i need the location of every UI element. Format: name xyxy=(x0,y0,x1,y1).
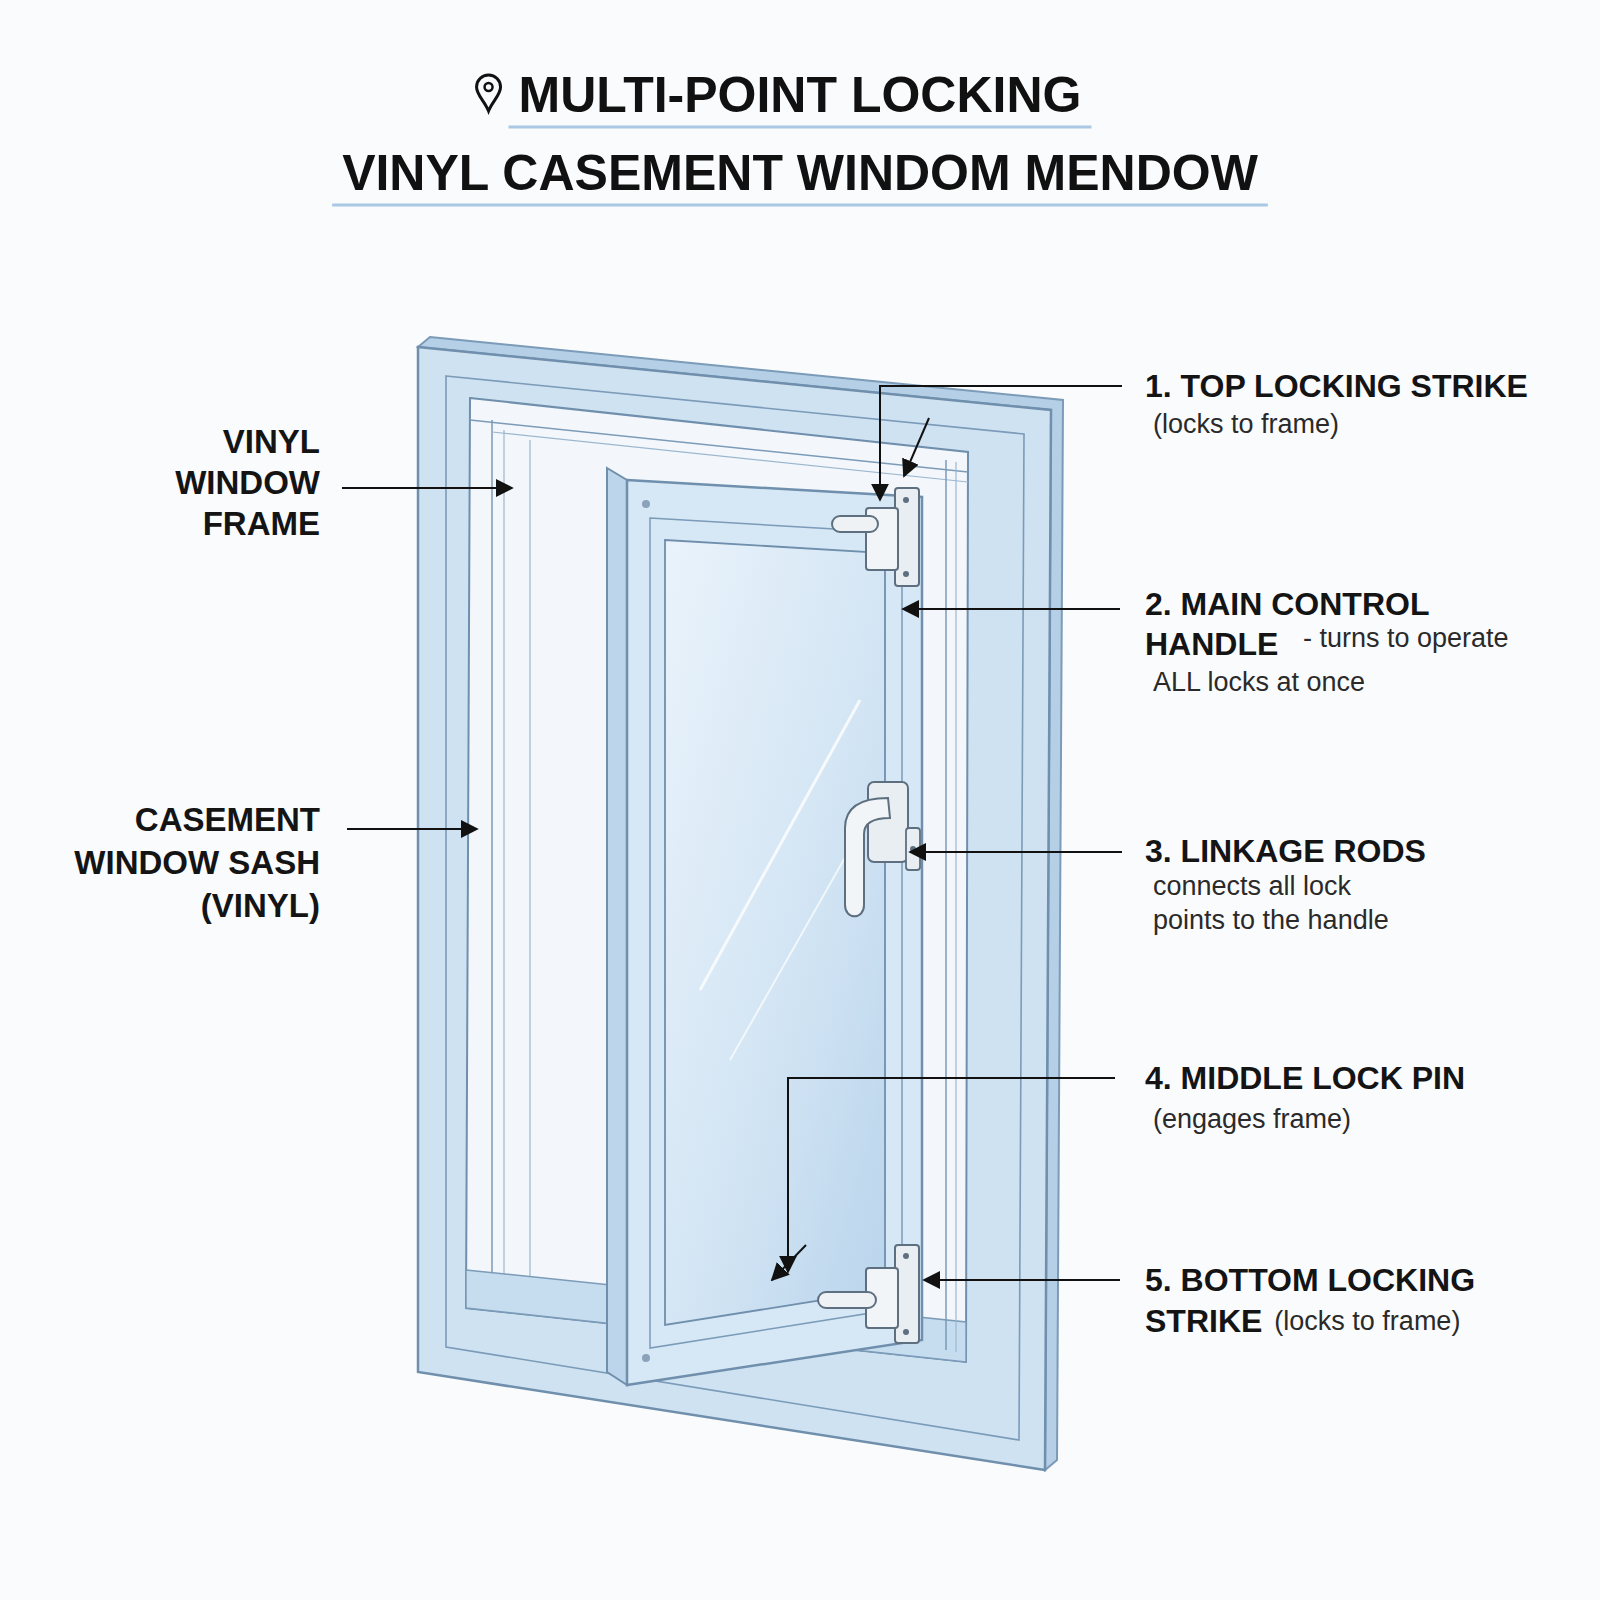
handle-lever xyxy=(845,798,890,916)
sash-face xyxy=(627,480,922,1385)
callout-heading: 1. TOP LOCKING STRIKE xyxy=(1145,366,1585,406)
diagram-title: MULTI-POINT LOCKING VINYL CASEMENT WINDO… xyxy=(0,56,1600,212)
bottom-locking-strike xyxy=(818,1245,919,1343)
screw xyxy=(903,497,909,503)
head-line xyxy=(470,420,968,472)
leader-line xyxy=(903,608,1120,610)
title-underline xyxy=(509,126,1092,129)
title-underline xyxy=(332,204,1268,207)
screw xyxy=(642,1354,650,1362)
callout-heading: 3. LINKAGE RODS xyxy=(1145,831,1585,871)
leader-line xyxy=(788,1078,1115,1272)
pin-icon xyxy=(477,75,501,111)
callout-note: - turns to operate ALL locks at once xyxy=(1153,616,1543,704)
jamb-line xyxy=(945,460,947,1350)
handle-escutcheon xyxy=(868,782,908,862)
screw xyxy=(903,1329,909,1335)
glass-reflection xyxy=(700,700,860,990)
handle-plate xyxy=(906,828,920,870)
leader-lines xyxy=(342,386,1122,1280)
screw xyxy=(903,571,909,577)
glass-pane xyxy=(665,540,885,1325)
part-label: VINYL WINDOW FRAME xyxy=(120,421,320,544)
jamb-line xyxy=(503,430,504,1285)
frame-face xyxy=(418,347,1051,1470)
main-control-handle xyxy=(845,782,920,916)
leader-line xyxy=(904,418,929,476)
leader-line xyxy=(772,1245,806,1280)
callout-note: (locks to frame) xyxy=(1153,406,1553,442)
leader-line xyxy=(880,386,1122,500)
callout-heading: 4. MIDDLE LOCK PIN xyxy=(1145,1058,1585,1098)
frame-depth xyxy=(418,337,1063,1470)
leader-line xyxy=(924,1279,1120,1281)
jamb-line xyxy=(529,440,530,1280)
title-line: MULTI-POINT LOCKING xyxy=(0,56,1600,134)
sash-bevel xyxy=(650,518,902,1348)
leader-line xyxy=(910,851,1122,853)
callout-note: (locks to frame) xyxy=(1274,1303,1460,1339)
callout-note: (engages frame) xyxy=(1153,1101,1553,1137)
top-locking-strike xyxy=(832,488,919,586)
callout-note: connects all lock points to the handle xyxy=(1153,869,1403,937)
title-line: VINYL CASEMENT WINDOM MENDOW xyxy=(0,134,1600,212)
jamb-line xyxy=(955,462,956,1352)
screw xyxy=(642,500,650,508)
window-frame xyxy=(418,337,1063,1470)
sash-edge xyxy=(607,468,627,1385)
screw xyxy=(903,1253,909,1259)
casement-sash xyxy=(607,468,922,1385)
jamb-line xyxy=(491,420,493,1292)
part-label: CASEMENT WINDOW SASH (VINYL) xyxy=(40,798,320,927)
head-line xyxy=(492,432,968,482)
pin-icon xyxy=(485,83,493,91)
lock-rod xyxy=(818,1292,876,1308)
lock-roller xyxy=(832,516,878,532)
leader-line xyxy=(347,828,477,830)
leader-line xyxy=(342,487,512,489)
